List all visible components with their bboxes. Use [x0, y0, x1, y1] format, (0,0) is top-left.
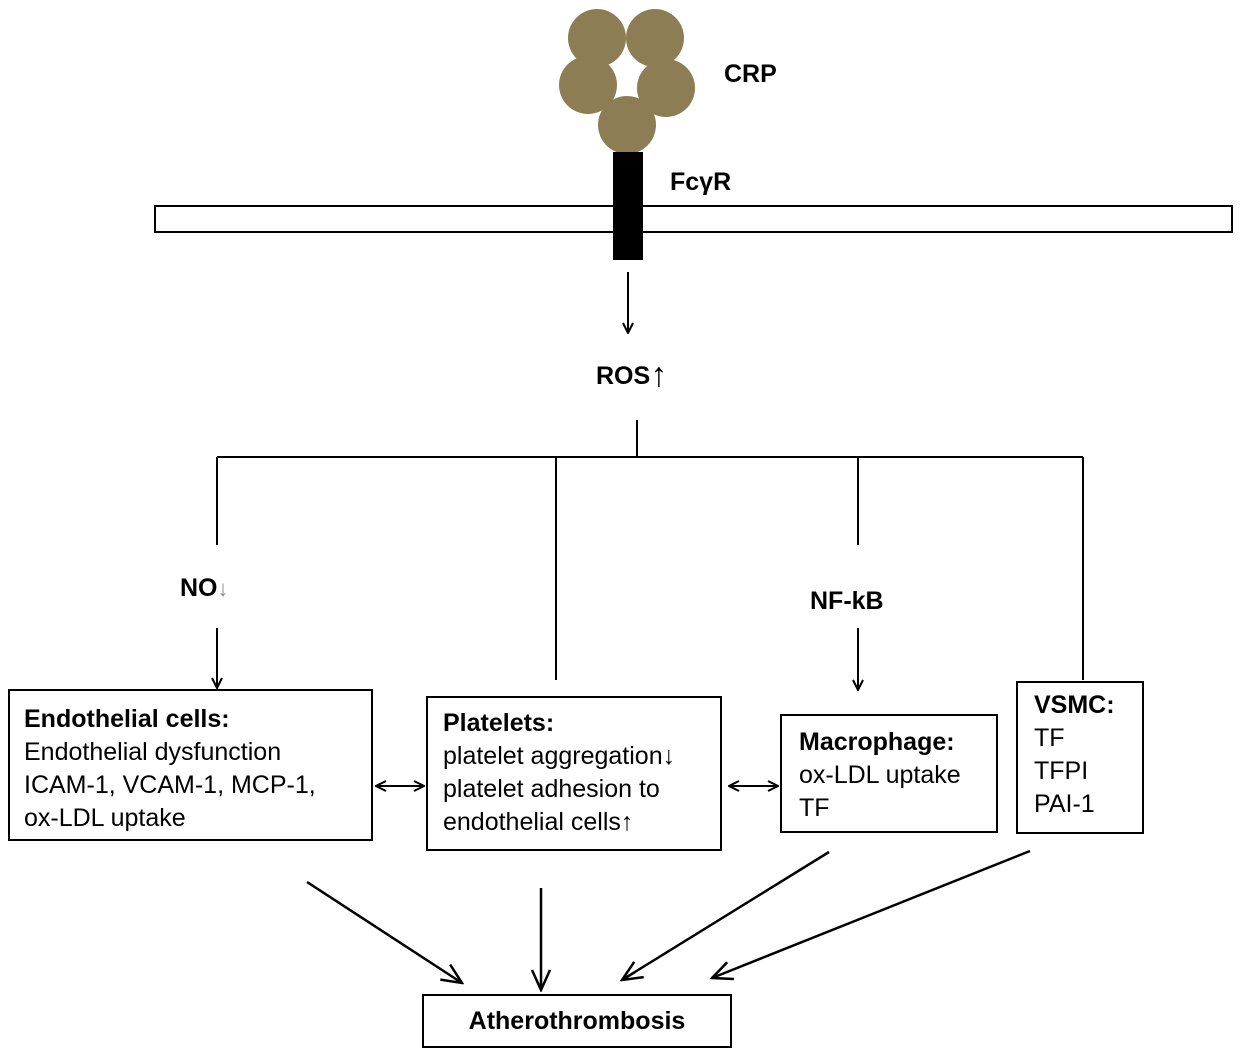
fcgr-label: FcγR: [670, 168, 732, 196]
ros-node: ROS↑: [596, 356, 667, 395]
crp-pentamer: [559, 9, 695, 154]
crp-label: CRP: [724, 60, 777, 88]
macrophage-title: Macrophage:: [799, 728, 955, 756]
vsmc-box: VSMC: TF TFPI PAI-1: [1016, 681, 1144, 834]
endothelial-title: Endothelial cells:: [24, 705, 230, 733]
crp-subunit: [568, 9, 626, 67]
macrophage-line: TF: [799, 794, 830, 822]
vsmc-line: TFPI: [1034, 757, 1089, 785]
no-label: NO: [180, 574, 218, 602]
arrow-macrophage-to-outcome: [622, 850, 830, 980]
platelets-title: Platelets:: [443, 709, 555, 737]
vsmc-line: PAI-1: [1034, 790, 1095, 818]
platelets-line: endothelial cells↑: [443, 808, 634, 836]
down-arrow-icon: ↓: [217, 576, 229, 601]
crp-subunit: [626, 9, 684, 67]
fcgr-receptor: [613, 152, 643, 260]
macrophage-box: Macrophage: ox-LDL uptake TF: [780, 714, 998, 833]
crp-subunit: [559, 56, 617, 114]
crp-subunit: [598, 96, 656, 154]
platelets-line: platelet adhesion to: [443, 775, 660, 803]
up-arrow-icon: ↑: [650, 356, 668, 394]
platelets-box: Platelets: platelet aggregation↓ platele…: [426, 696, 722, 851]
branch-tree: [216, 420, 1084, 680]
arrow-vsmc-to-outcome: [712, 849, 1031, 978]
no-node: NO↓: [180, 574, 229, 603]
vsmc-line: TF: [1034, 724, 1065, 752]
ros-label: ROS: [596, 362, 651, 390]
macrophage-line: ox-LDL uptake: [799, 761, 961, 789]
cell-membrane: [154, 205, 1233, 233]
atherothrombosis-box: Atherothrombosis: [422, 994, 732, 1048]
arrow-endothelial-to-outcome: [306, 880, 462, 983]
endothelial-line: ox-LDL uptake: [24, 804, 186, 832]
endothelial-cells-box: Endothelial cells: Endothelial dysfuncti…: [8, 689, 373, 841]
vsmc-title: VSMC:: [1034, 691, 1115, 719]
nfkb-label: NF-kB: [810, 587, 884, 615]
endothelial-line: ICAM-1, VCAM-1, MCP-1,: [24, 771, 316, 799]
atherothrombosis-title: Atherothrombosis: [468, 1007, 686, 1035]
platelets-line: platelet aggregation↓: [443, 742, 676, 770]
crp-subunit: [637, 59, 695, 117]
endothelial-line: Endothelial dysfunction: [24, 738, 282, 766]
